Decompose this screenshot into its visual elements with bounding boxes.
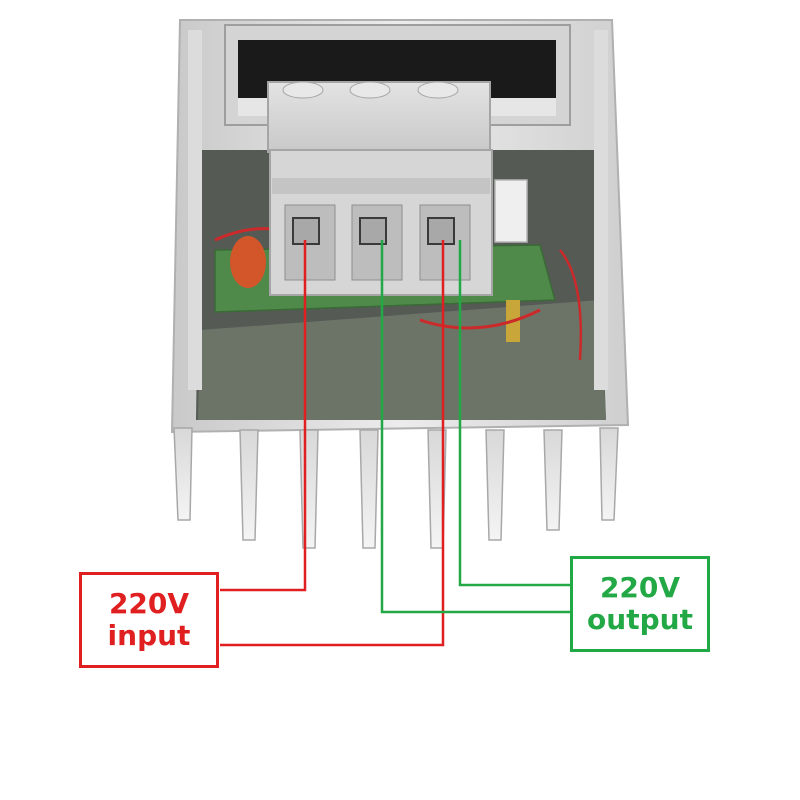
terminal-block	[267, 81, 493, 296]
screw-head-1	[282, 81, 324, 99]
input-wires	[220, 240, 445, 647]
terminal-slot-2	[351, 204, 403, 281]
capacitor	[230, 236, 266, 288]
output-text: output	[587, 603, 693, 636]
input-wire-2	[220, 240, 445, 647]
input-voltage-text: 220V	[108, 587, 190, 620]
input-wire-1	[220, 240, 307, 592]
terminal-slot-1	[284, 204, 336, 281]
input-text: input	[107, 619, 191, 652]
terminal-slot-3	[419, 204, 471, 281]
output-wire-2	[458, 240, 570, 587]
output-label-box: 220V output	[570, 556, 710, 652]
screw-head-2	[349, 81, 391, 99]
output-voltage-text: 220V	[599, 571, 681, 604]
relay-connector	[494, 179, 528, 243]
output-wires	[380, 240, 570, 614]
input-label-box: 220V input	[79, 572, 219, 668]
screw-head-3	[417, 81, 459, 99]
heatsink-fins	[173, 427, 619, 549]
output-wire-1	[380, 240, 570, 614]
